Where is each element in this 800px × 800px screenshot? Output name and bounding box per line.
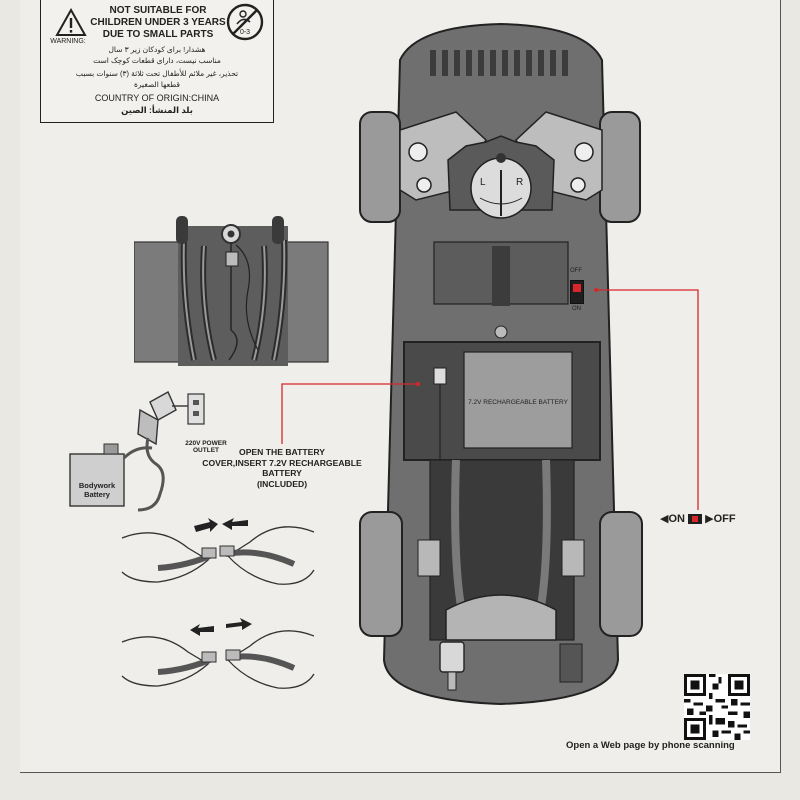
- warning-arabic-2: قطعها الصغيرة: [133, 80, 180, 89]
- battery-compartment-detail: [134, 216, 329, 366]
- warning-box: WARNING: NOT SUITABLE FOR CHILDREN UNDER…: [40, 0, 274, 123]
- warning-triangle-icon: [55, 8, 87, 36]
- arrow-left-icon: [190, 624, 214, 636]
- connect-hands-illustration: [121, 518, 315, 585]
- no-under-3-icon: [226, 3, 264, 41]
- bodywork-label: Bodywork: [78, 481, 116, 490]
- warning-arabic-1: تحذير، غير ملائم للأطفال تحت ثلاثة (٣) س…: [75, 69, 239, 78]
- warning-line-2: CHILDREN UNDER 3 YEARS: [90, 17, 226, 28]
- instruction-line-1: OPEN THE BATTERY: [239, 447, 325, 457]
- off-label: OFF: [713, 513, 736, 525]
- country-of-origin: COUNTRY OF ORIGIN:CHINA: [94, 93, 220, 103]
- battery-label: Battery: [84, 490, 110, 499]
- arrow-right-icon: [226, 618, 252, 630]
- triangle-right-icon: ▶: [705, 513, 714, 525]
- qr-caption: Open a Web page by phone scanning: [566, 740, 735, 751]
- steering-right-label: R: [516, 177, 523, 188]
- instruction-line-3: BATTERY: [262, 468, 302, 478]
- outlet-label: 220V POWER OUTLET: [185, 440, 227, 454]
- instruction-line-4: (INCLUDED): [256, 478, 308, 489]
- age-badge: 0-3: [239, 29, 251, 36]
- warning-persian-1: هشدار! برای کودکان زیر ۳ سال: [108, 45, 206, 54]
- triangle-left-icon: ◀: [660, 513, 669, 525]
- warning-line-1: NOT SUITABLE FOR: [109, 5, 207, 16]
- warning-line-3: DUE TO SMALL PARTS: [102, 29, 214, 40]
- arrow-left-icon: [222, 518, 248, 530]
- instruction-line-2: COVER,INSERT 7.2V RECHARGEABLE: [202, 457, 362, 468]
- on-label: ON: [668, 513, 685, 525]
- arrow-right-icon: [194, 518, 218, 532]
- power-switch[interactable]: [570, 280, 584, 304]
- car-chassis-diagram: L R 7.2V RECHARGEABLE BATTERY: [359, 22, 643, 706]
- switch-off-small-label: OFF: [570, 268, 582, 274]
- switch-icon: [688, 514, 703, 525]
- battery-instruction: OPEN THE BATTERY COVER,INSERT 7.2V RECHA…: [172, 447, 392, 489]
- charger-illustration: [69, 391, 205, 512]
- switch-on-small-label: ON: [572, 306, 581, 312]
- warning-persian-2: مناسب نیست، دارای قطعات کوچک است: [93, 56, 221, 65]
- warning-label: WARNING:: [50, 38, 86, 45]
- country-of-origin-arabic: بلد المنشأ: الصين: [121, 105, 193, 115]
- qr-code[interactable]: [684, 674, 750, 740]
- steering-left-label: L: [480, 177, 486, 188]
- disconnect-hands-illustration: [121, 618, 315, 689]
- battery-pack-label: 7.2V RECHARGEABLE BATTERY: [468, 399, 568, 406]
- on-off-legend: ◀ON ▶OFF: [660, 512, 736, 525]
